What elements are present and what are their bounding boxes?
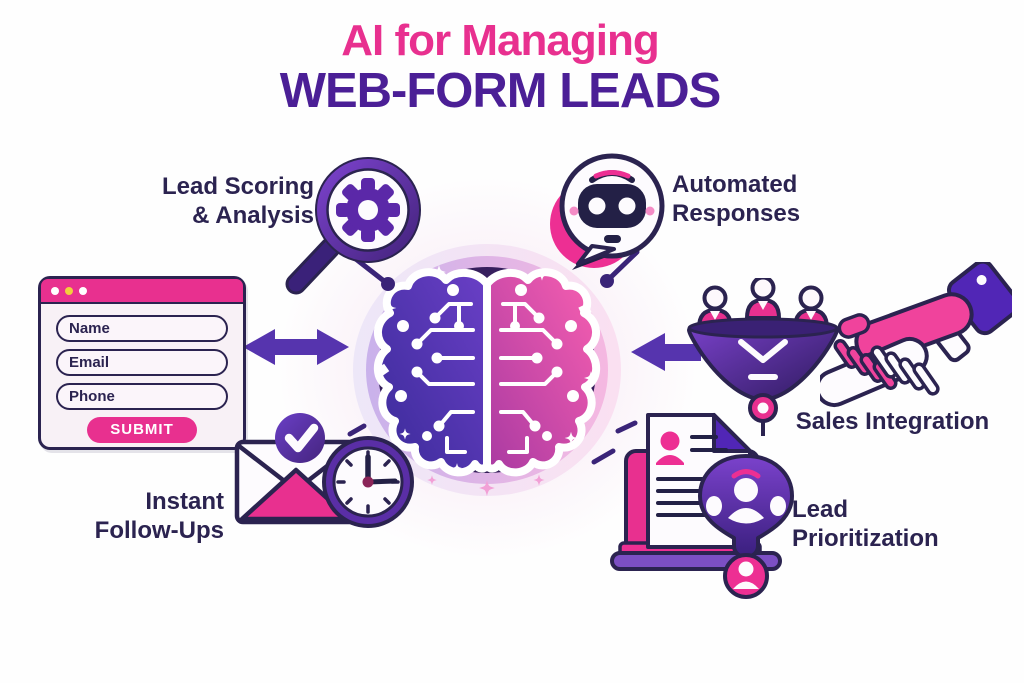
lead-prioritization-label: Lead Prioritization (792, 495, 1002, 554)
name-field: Name (56, 315, 228, 342)
prioritization-funnel-person-icon (698, 454, 794, 599)
sales-integration-label: Sales Integration (795, 408, 990, 435)
lead-scoring-line2: & Analysis (192, 202, 314, 230)
window-dot-icon (65, 286, 73, 295)
gear-icon (336, 178, 400, 242)
submit-button: SUBMIT (87, 417, 197, 443)
instant-follow-ups-label: Instant Follow-Ups (58, 487, 224, 546)
lead-scoring-label: Lead Scoring & Analysis (118, 172, 314, 231)
instant-line1: Instant (145, 488, 224, 515)
envelope-check-clock-icon (234, 413, 414, 528)
lead-funnel-people-icon (686, 278, 840, 436)
handshake-icon (820, 262, 1012, 408)
automated-line2: Responses (672, 200, 801, 228)
phone-field: Phone (56, 383, 228, 410)
window-dot-icon (51, 286, 59, 295)
prioritization-line2: Prioritization (792, 525, 939, 553)
instant-line2: Follow-Ups (94, 517, 224, 545)
window-title-bar (41, 279, 243, 304)
email-field: Email (56, 349, 228, 376)
clock-icon (322, 436, 414, 528)
lead-person-icon (696, 278, 830, 330)
lead-scoring-line1: Lead Scoring (161, 173, 314, 200)
automated-line1: Automated (672, 171, 798, 198)
automated-responses-label: Automated Responses (672, 170, 892, 229)
form-fields: Name Email Phone SUBMIT (41, 304, 243, 443)
ai-brain-icon (353, 244, 621, 496)
sparkle-stars (376, 265, 598, 473)
check-circle-icon (275, 413, 325, 463)
window-dot-icon (79, 286, 87, 295)
prioritization-line1: Lead (792, 496, 849, 523)
page-title: AI for Managing WEB-FORM LEADS (0, 18, 1000, 117)
chatbot-speech-bubble-icon (550, 153, 665, 270)
browser-window-form-icon: Name Email Phone SUBMIT (38, 276, 246, 450)
fingers (833, 339, 940, 396)
title-line1: AI for Managing (341, 16, 659, 65)
title-line2: WEB-FORM LEADS (279, 63, 722, 118)
magnifier-gear-icon (285, 157, 421, 295)
